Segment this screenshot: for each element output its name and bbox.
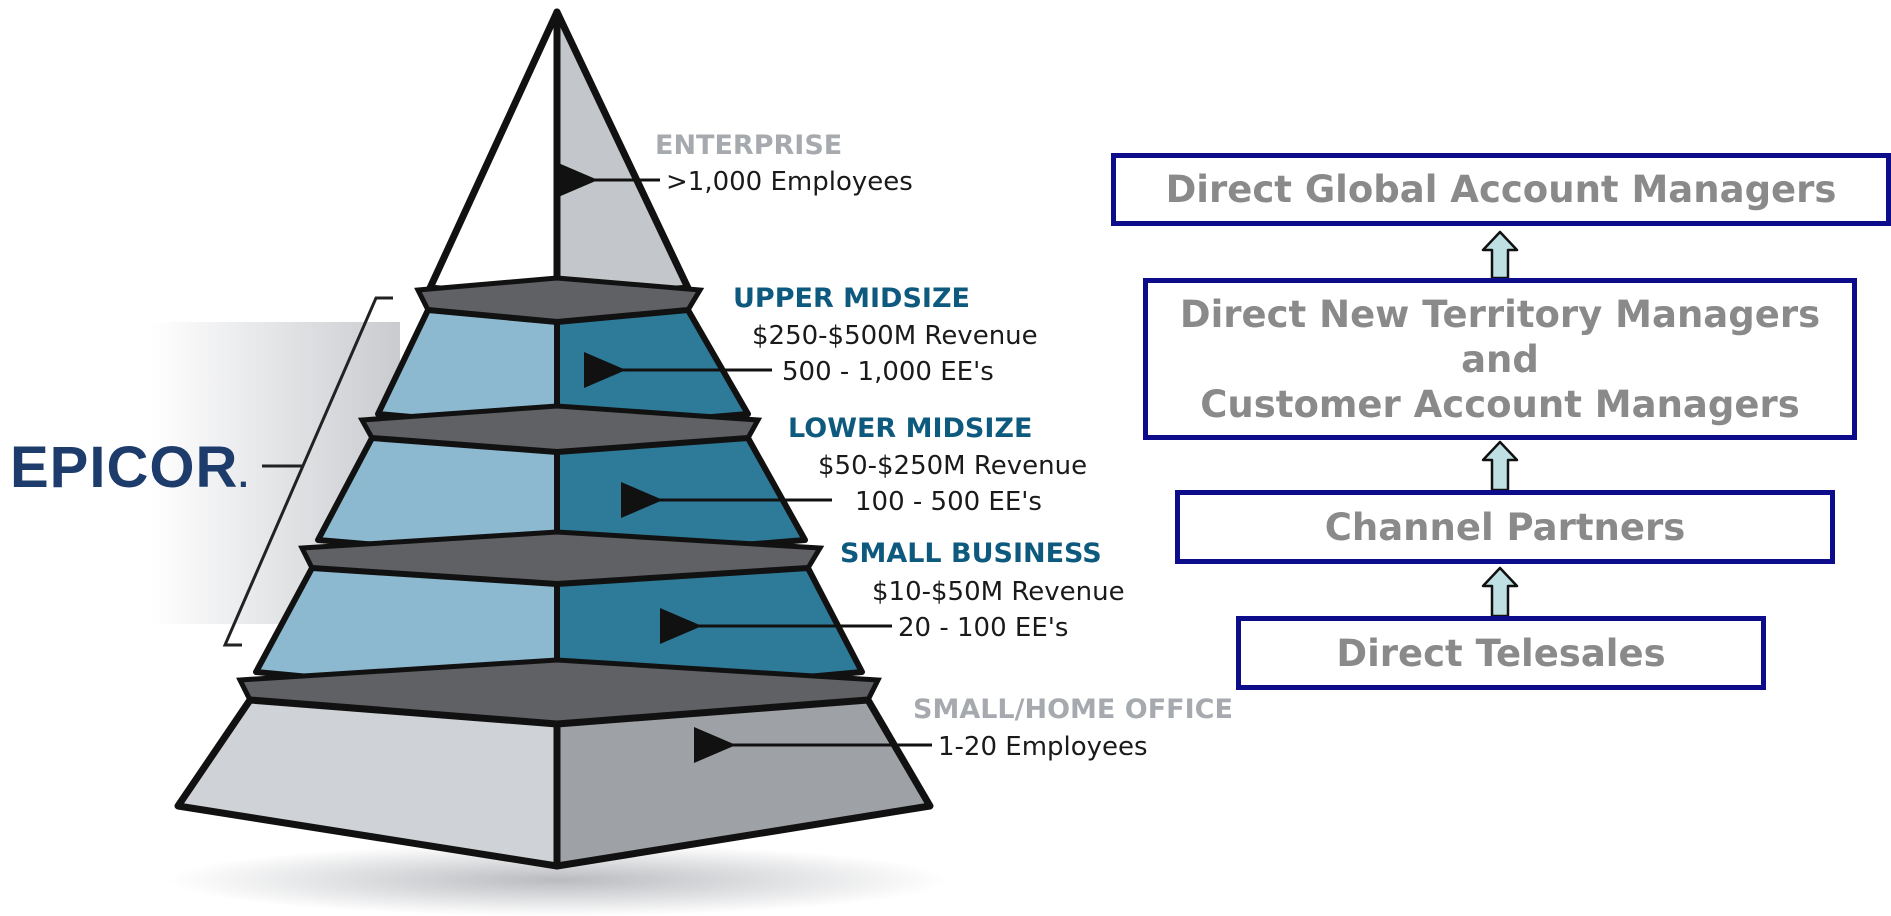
tier-detail-upper-midsize-employees: 500 - 1,000 EE's <box>782 357 994 387</box>
channel-label-global-account-managers: Direct Global Account Managers <box>1165 168 1837 211</box>
channel-box-direct-telesales: Direct Telesales <box>1236 616 1766 690</box>
tier-detail-lower-midsize-employees: 100 - 500 EE's <box>855 487 1042 517</box>
up-arrow-icon <box>1481 440 1519 492</box>
tier-detail-small-business-employees: 20 - 100 EE's <box>898 613 1068 643</box>
tier-label-upper-midsize: UPPER MIDSIZE <box>733 283 970 314</box>
tier-detail-lower-midsize-revenue: $50-$250M Revenue <box>818 451 1087 481</box>
channel-box-global-account-managers: Direct Global Account Managers <box>1111 153 1891 226</box>
pyramid-shadow <box>168 844 948 916</box>
tier-label-enterprise: ENTERPRISE <box>655 130 842 161</box>
channel-box-territory-and-customer-managers: Direct New Territory Managers and Custom… <box>1143 278 1857 440</box>
epicor-segment-bracket <box>222 296 393 647</box>
tier-label-small-home-office: SMALL/HOME OFFICE <box>913 694 1233 725</box>
channel-label-direct-telesales: Direct Telesales <box>1336 631 1666 675</box>
tier-detail-upper-midsize-revenue: $250-$500M Revenue <box>752 321 1038 351</box>
pyramid-tier-small-business <box>253 529 865 703</box>
up-arrow-icon <box>1481 230 1519 280</box>
tier-label-small-business: SMALL BUSINESS <box>840 538 1102 569</box>
epicor-logo: EPICOR. <box>10 435 249 500</box>
channel-label-customer-account-managers: Customer Account Managers <box>1200 382 1800 426</box>
tier-label-lower-midsize: LOWER MIDSIZE <box>788 413 1032 444</box>
pyramid-tier-enterprise <box>426 8 692 304</box>
channel-label-and: and <box>1461 337 1539 381</box>
svg-text:EPICOR.: EPICOR. <box>10 435 249 500</box>
tier-detail-small-business-revenue: $10-$50M Revenue <box>872 577 1125 607</box>
channel-label-territory-managers: Direct New Territory Managers <box>1179 292 1821 336</box>
channel-box-channel-partners: Channel Partners <box>1175 490 1835 564</box>
channel-label-channel-partners: Channel Partners <box>1324 505 1686 549</box>
pyramid-tier-small-home-office <box>174 657 934 870</box>
up-arrow-icon <box>1481 566 1519 618</box>
tier-detail-enterprise-employees: >1,000 Employees <box>666 167 913 197</box>
tier-detail-small-home-office-employees: 1-20 Employees <box>938 732 1148 762</box>
